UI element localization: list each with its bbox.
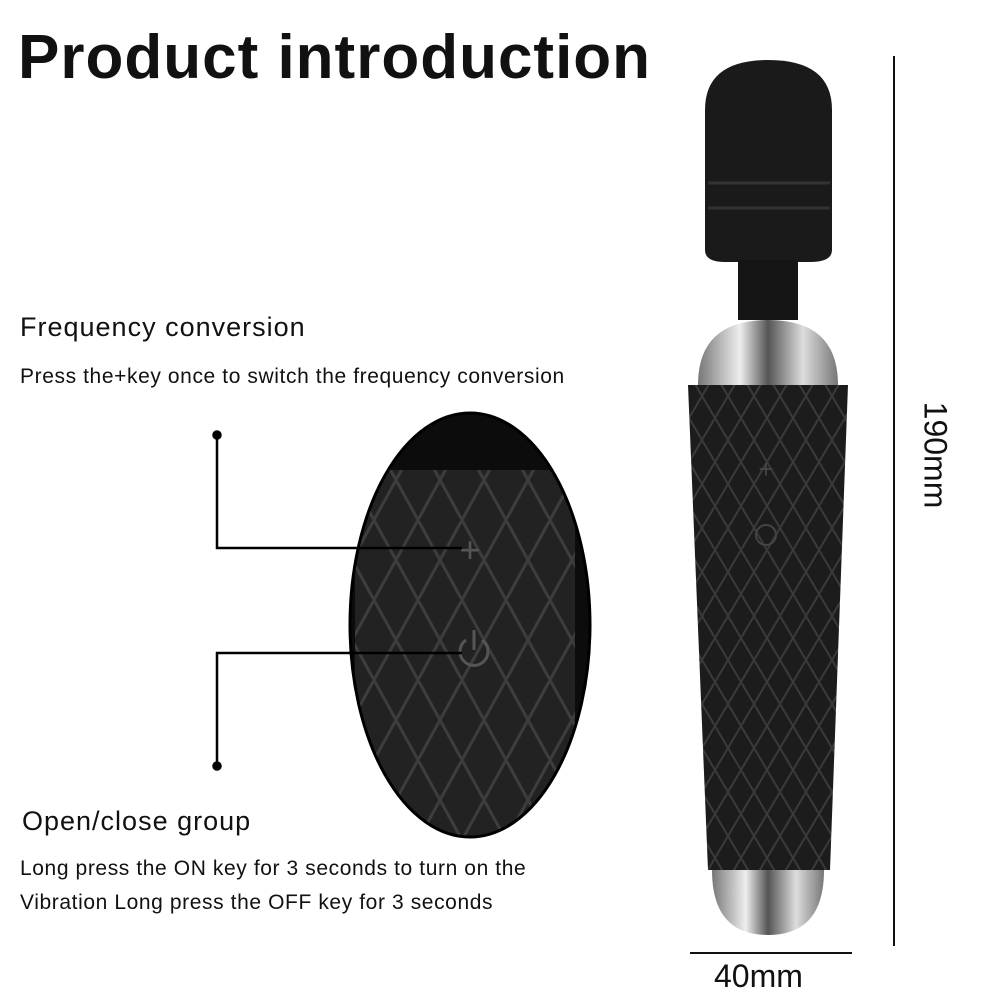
height-dimension: 190mm	[917, 401, 954, 509]
power-text-line-1: Long press the ON key for 3 seconds to t…	[20, 857, 527, 880]
power-text: Long press the ON key for 3 seconds to t…	[20, 852, 526, 920]
frequency-heading: Frequency conversion	[20, 312, 306, 342]
power-heading: Open/close group	[22, 806, 252, 836]
power-text-line-2: Vibration Long press the OFF key for 3 s…	[20, 891, 494, 914]
frequency-text: Press the+key once to switch the frequen…	[20, 365, 565, 388]
svg-text:+: +	[758, 454, 773, 484]
wand-product: +	[688, 60, 848, 935]
width-dimension: 40mm	[714, 958, 803, 994]
dimension-lines	[690, 56, 895, 954]
power-key-icon	[458, 630, 490, 667]
page-title: Product introduction	[18, 23, 652, 92]
plus-key-icon: +	[459, 529, 480, 570]
zoom-detail-ellipse: +	[348, 411, 592, 839]
callout-lines	[212, 430, 462, 771]
